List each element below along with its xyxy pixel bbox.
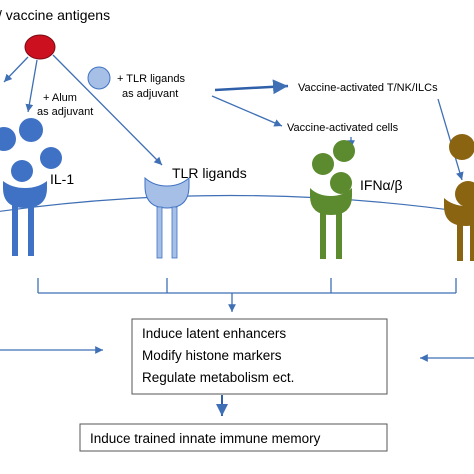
alum-label-line1: + Alum [43,92,77,104]
arrow-to-vaccine-cells [211,95,283,127]
tlr-adjuvant-label-line1: + TLR ligands [117,73,185,85]
il1-receptor-icon [3,181,47,208]
result-text: Induce trained innate immune memory [90,431,321,446]
il1-ligand-icon [40,147,62,169]
brown-receptor-stalk [457,223,463,261]
vaccine-antigens-label: / vaccine antigens [0,7,110,23]
ifn-ligand-icon [312,153,334,175]
vaccine-t-nk-ilcs-label: Vaccine-activated T/NK/ILCs [298,82,438,94]
brown-ligand-icon [455,181,474,207]
ifn-ligand-icon [330,172,352,194]
ifn-ligand-icon [333,140,355,162]
arrow-antigen-to-il1 [25,59,38,113]
tlr-adjuvant-label-line2: as adjuvant [122,88,178,100]
tlr-receptor-stalk [171,206,178,259]
il1-receptor-group [0,118,62,256]
vaccine-activated-cells-label: Vaccine-activated cells [287,122,399,134]
ifn-receptor-stalk [320,212,326,259]
il1-ligand-icon [11,160,33,182]
il1-receptor-stalk [12,205,18,256]
arrow-antigen-to-tlr [52,54,163,166]
il1-label: IL-1 [50,171,74,187]
brown-receptor-stalk [470,223,474,261]
mechanism-line: Modify histone markers [142,348,282,363]
mechanism-line: Regulate metabolism ect. [142,370,294,385]
il1-receptor-stalk [28,205,34,256]
convergence-bracket [37,278,457,294]
arrow-antigen-to-left [3,56,29,83]
tlr-adjuvant-icon [87,66,111,90]
mechanisms-box [131,318,388,395]
tlr-ligands-label: TLR ligands [172,165,247,181]
cell-membrane [0,194,474,214]
brown-receptor-group [444,134,474,261]
ifn-label: IFNα/β [360,177,403,193]
tlr-receptor-group [144,176,190,259]
ifn-receptor-stalk [336,212,342,259]
mechanism-line: Induce latent enhancers [142,326,286,341]
il1-ligand-icon [19,118,43,142]
brown-ligand-icon [449,134,474,160]
tlr-receptor-icon [144,176,190,209]
result-box [79,423,388,452]
arrow-tnk-to-brown [437,98,464,181]
ifn-receptor-group [310,140,355,259]
brown-receptor-icon [444,198,474,226]
antigen-icon [24,34,56,60]
il1-ligand-icon [0,127,16,151]
ifn-receptor-icon [310,188,352,215]
arrow-to-t-nk-ilcs [214,79,289,95]
alum-label-line2: as adjuvant [37,106,93,118]
tlr-receptor-stalk [156,206,163,259]
